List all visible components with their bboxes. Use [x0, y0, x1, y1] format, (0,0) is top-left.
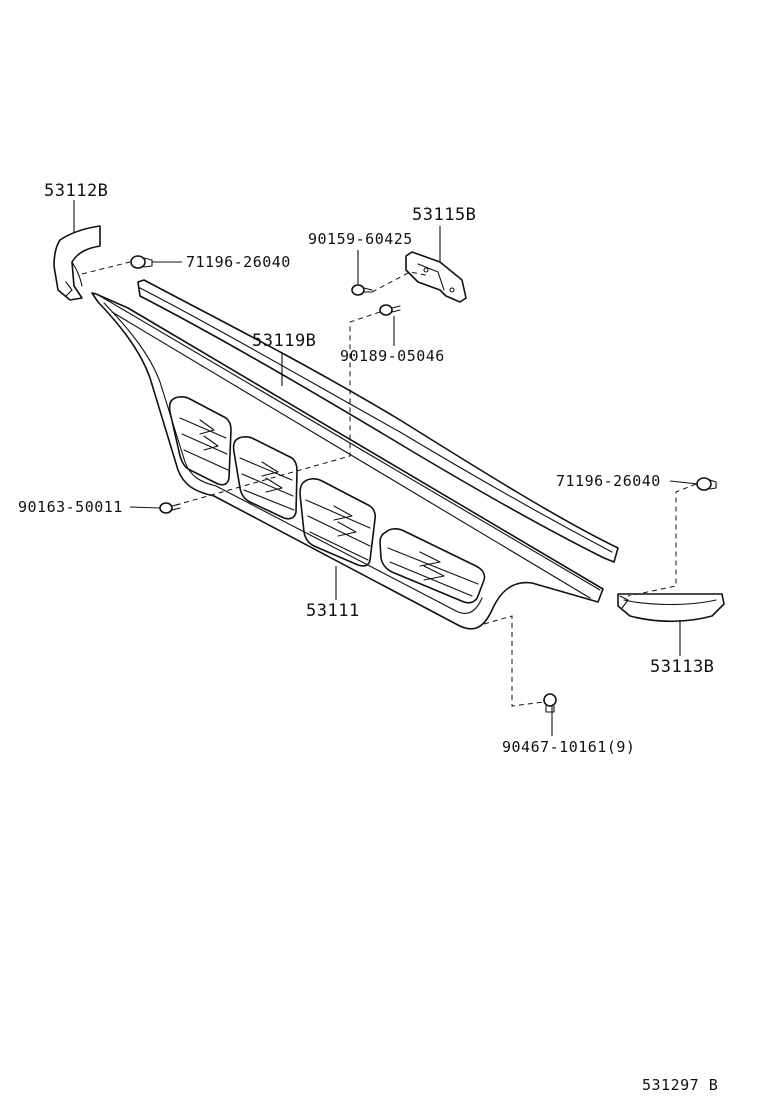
grille-molding[interactable]: [137, 279, 619, 563]
clip-fastener-left[interactable]: [130, 255, 153, 269]
label-90189-05046: 90189-05046: [340, 347, 445, 365]
radiator-grille[interactable]: [91, 292, 604, 630]
label-53115B: 53115B: [412, 205, 476, 225]
screw-fastener-lower-left[interactable]: [159, 502, 181, 514]
label-53119B: 53119B: [252, 331, 316, 351]
left-end-cover[interactable]: [53, 225, 101, 301]
clip-fastener-bottom[interactable]: [543, 693, 557, 713]
label-71196-26040-left: 71196-26040: [186, 253, 291, 271]
label-53113B: 53113B: [650, 657, 714, 677]
label-90163-50011: 90163-50011: [18, 498, 123, 516]
right-end-cover[interactable]: [617, 593, 725, 623]
label-53111: 53111: [306, 601, 360, 621]
label-90467-10161: 90467-10161(9): [502, 738, 635, 756]
screw-fastener-mid[interactable]: [379, 304, 401, 316]
grille-bracket[interactable]: [405, 251, 467, 303]
clip-fastener-right[interactable]: [696, 477, 717, 491]
label-90159-60425: 90159-60425: [308, 230, 413, 248]
diagram-code: 531297 B: [642, 1076, 718, 1094]
leader-lines: [73, 200, 699, 736]
label-71196-26040-right: 71196-26040: [556, 472, 661, 490]
label-53112B: 53112B: [44, 181, 108, 201]
assembly-lines: [81, 261, 697, 707]
screw-fastener-upper[interactable]: [351, 284, 373, 296]
